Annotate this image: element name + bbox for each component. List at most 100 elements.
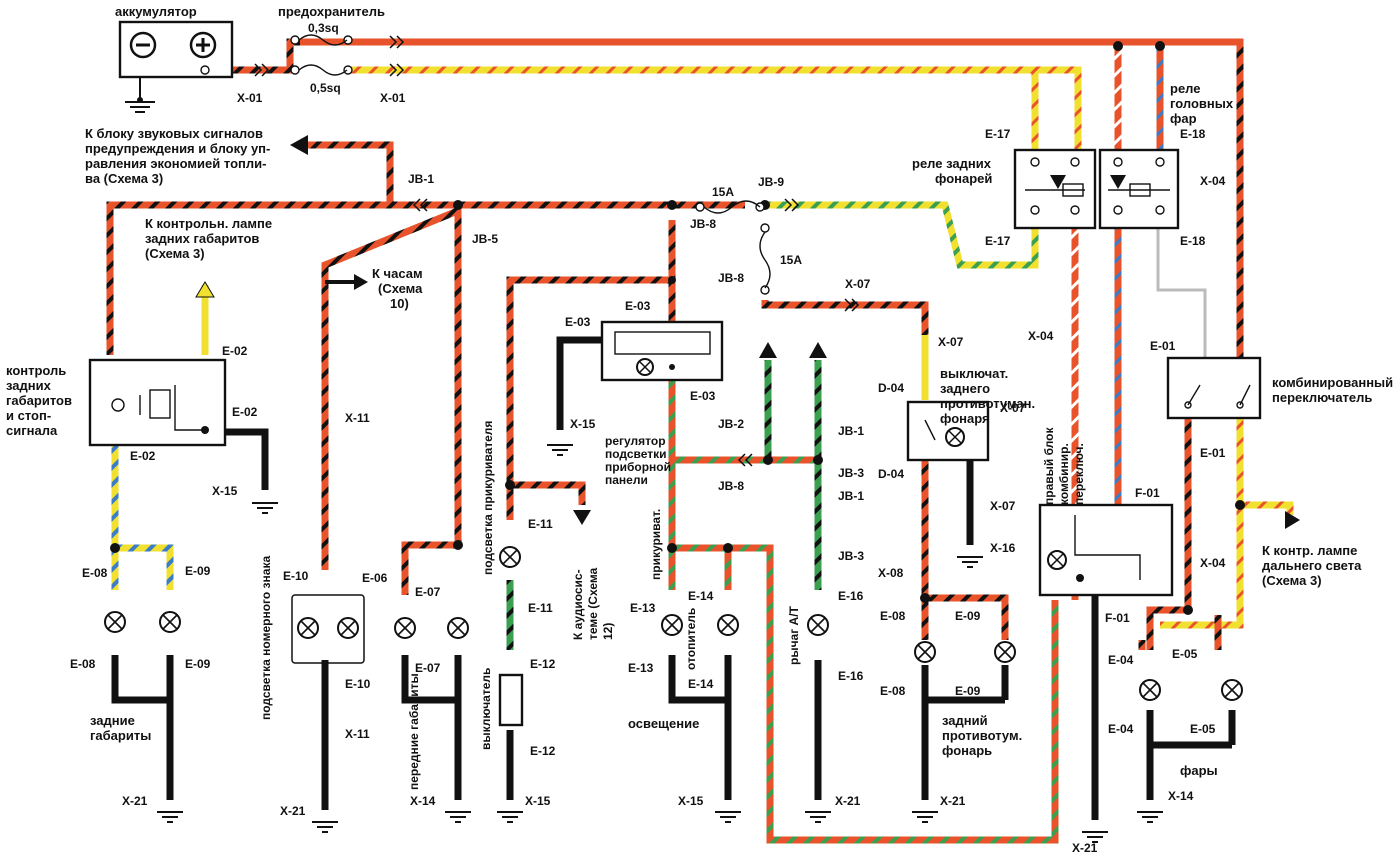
lamp-icon — [337, 617, 359, 639]
label-jb9: JB-9 — [758, 175, 784, 189]
label-dimmer-2: подсветки — [605, 447, 667, 461]
label-e07-b: E-07 — [415, 661, 441, 675]
label-ctrl-tail-4: и стоп- — [6, 408, 51, 423]
label-e08-c: E-08 — [880, 609, 906, 623]
combination-switch — [1166, 356, 1262, 420]
wire-e01-left — [1146, 418, 1192, 650]
label-jb1-b: JB-1 — [838, 424, 864, 438]
label-e03-c: E-03 — [690, 389, 716, 403]
wire-front-branch — [401, 541, 458, 595]
lamp-icon — [807, 614, 829, 636]
label-d04-a: D-04 — [878, 381, 904, 395]
label-e17-b: E-17 — [985, 234, 1011, 248]
ground-icon — [125, 101, 155, 113]
wire-jb1-bus — [106, 201, 745, 355]
label-e08-b: E-08 — [70, 657, 96, 671]
lamp-icon — [661, 614, 683, 636]
label-clock-3: 10) — [390, 296, 409, 311]
label-cigar: прикуриват. — [649, 509, 663, 580]
label-ctrl-tail-3: габаритов — [6, 393, 72, 408]
wire-fog-branch — [925, 594, 1009, 640]
wire-e01-right — [1160, 418, 1244, 629]
label-tail-ctrl-2: задних габаритов — [145, 231, 259, 246]
label-e13-b: E-13 — [628, 661, 654, 675]
label-e03-b: E-03 — [565, 315, 591, 329]
label-head-relay-2: головных — [1170, 96, 1234, 111]
label-e05-a: E-05 — [1172, 647, 1198, 661]
label-sound-block-1: К блоку звуковых сигналов — [85, 126, 263, 141]
wire-clock — [321, 206, 462, 570]
label-fuse-15a-2: 15A — [780, 253, 802, 267]
label-e10-b: E-10 — [345, 677, 371, 691]
label-dimmer-1: регулятор — [605, 434, 666, 448]
label-right-block-3: переключ. — [1072, 443, 1086, 505]
label-x04-c: X-04 — [1200, 556, 1226, 570]
label-x15-a: X-15 — [212, 484, 238, 498]
label-e02-b: E-02 — [232, 405, 258, 419]
ground-wires — [111, 595, 1236, 820]
label-e08-a: E-08 — [82, 566, 108, 580]
lamp-icon — [994, 641, 1016, 663]
label-e10-a: E-10 — [283, 569, 309, 583]
label-dimmer-4: панели — [605, 473, 648, 487]
label-x21-b: X-21 — [280, 804, 306, 818]
label-x21-e: X-21 — [1072, 841, 1098, 855]
label-e17-a: E-17 — [985, 127, 1011, 141]
label-rear-relay-2: фонарей — [935, 171, 992, 186]
fuse-link — [200, 34, 353, 76]
label-audio-1: К аудиосис- — [571, 569, 585, 640]
label-x07-a: X-07 — [845, 277, 871, 291]
label-x16: X-16 — [990, 541, 1016, 555]
lamp-icon — [499, 546, 521, 568]
label-e14-b: E-14 — [688, 677, 714, 691]
label-x11-b: X-11 — [345, 727, 370, 741]
label-headlamps: фары — [1180, 763, 1218, 778]
arrow-left-icon — [290, 135, 308, 155]
label-e09-b: E-09 — [185, 657, 211, 671]
wire-ctrl-e02-gnd — [225, 428, 269, 490]
label-jb3-a: JB-3 — [838, 466, 864, 480]
arrow-down-icon — [573, 510, 591, 525]
lamp-icon — [104, 611, 126, 633]
lamps-group — [104, 546, 1243, 701]
label-x08: X-08 — [878, 566, 904, 580]
tail-lamp-controller — [88, 358, 227, 447]
ground-icons — [157, 444, 1163, 843]
wire-jb9-relay — [765, 201, 1039, 269]
label-x01-a: X-01 — [237, 91, 263, 105]
label-jb5: JB-5 — [472, 232, 498, 246]
label-highbeam-2: дальнего света — [1262, 558, 1362, 573]
label-rear-relay-1: реле задних — [912, 156, 992, 171]
label-jb2: JB-2 — [718, 417, 744, 431]
label-switch: выключатель — [479, 668, 493, 750]
label-e01-a: E-01 — [1150, 339, 1176, 353]
label-x07-b: X-07 — [938, 335, 964, 349]
wire-fuse05-yellow — [350, 66, 1082, 150]
label-heater: отопитель — [684, 608, 698, 670]
label-e06: E-06 — [362, 571, 388, 585]
label-x21-c: X-21 — [835, 794, 861, 808]
plate-light-housing — [291, 594, 365, 664]
label-audio-2: теме (Схема — [586, 567, 600, 640]
label-jb8-c: JB-8 — [718, 479, 744, 493]
label-e13-a: E-13 — [630, 601, 656, 615]
fuse-15a — [695, 200, 771, 295]
headlamp-relay — [1098, 148, 1180, 230]
label-e14-a: E-14 — [688, 589, 714, 603]
label-d04-b: D-04 — [878, 467, 904, 481]
label-e03-a: E-03 — [625, 299, 651, 313]
rear-fog-switch — [906, 400, 990, 462]
arrow-right-icon — [1285, 511, 1300, 529]
label-e16-b: E-16 — [838, 669, 864, 683]
connector-marks — [254, 35, 860, 467]
arrow-up-icon — [759, 342, 777, 358]
label-jb1-c: JB-1 — [838, 489, 864, 503]
label-e02-c: E-02 — [130, 449, 156, 463]
label-x01-b: X-01 — [380, 91, 406, 105]
label-e16-a: E-16 — [838, 589, 864, 603]
switch-e12 — [498, 673, 524, 727]
labels-group: аккумулятор предохранитель 0,3sq 0,5sq X… — [6, 4, 1393, 855]
wire-ctrl-down — [111, 445, 174, 590]
label-fog-sw-2: заднего — [940, 381, 990, 396]
label-e04-b: E-04 — [1108, 722, 1134, 736]
